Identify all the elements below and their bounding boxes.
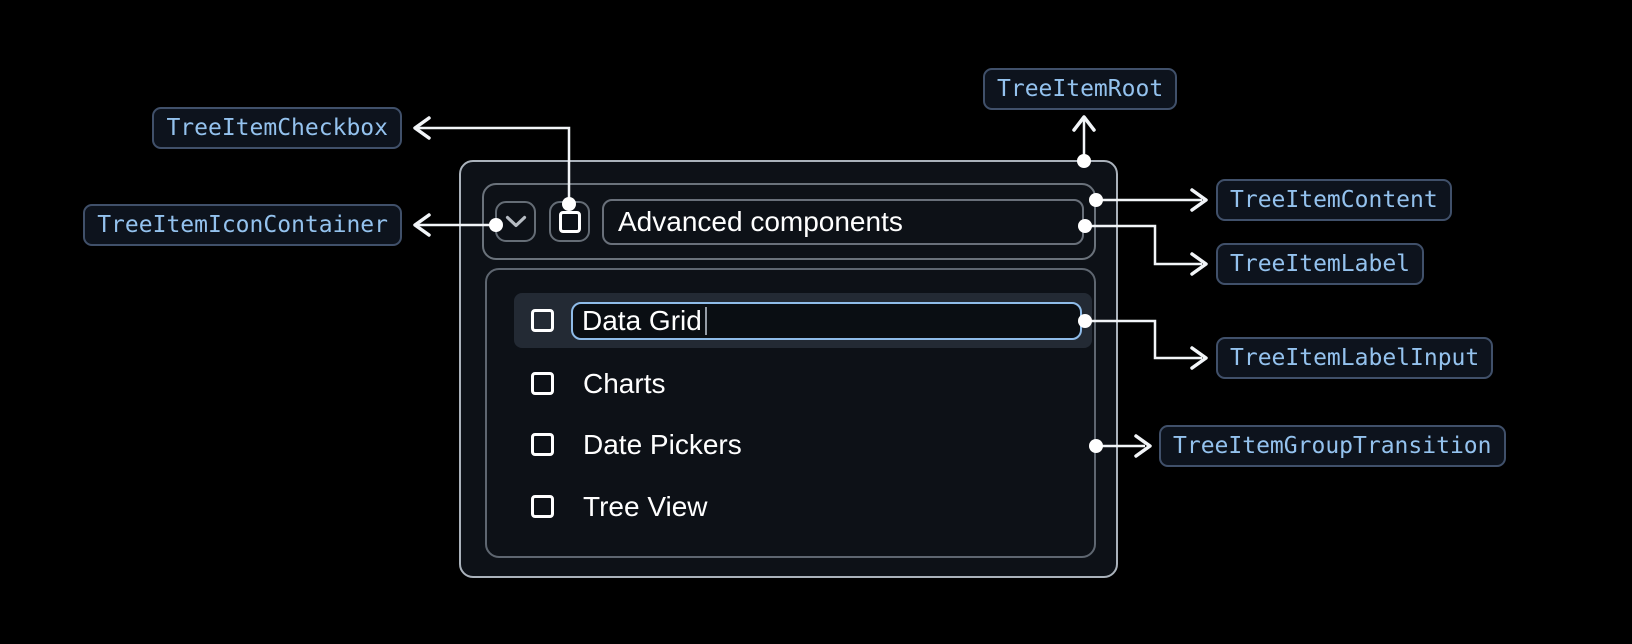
annotation-tree-item-label: TreeItemLabel	[1216, 243, 1425, 285]
annotation-tree-item-root: TreeItemRoot	[983, 68, 1178, 110]
tree-item-label-text: Charts	[583, 367, 666, 399]
annotation-tree-item-label-input: TreeItemLabelInput	[1216, 337, 1494, 379]
tree-item-root-panel: Advanced components Data Grid Charts Dat…	[459, 160, 1118, 578]
label-input-value: Data Grid	[582, 304, 702, 336]
chevron-down-icon	[505, 215, 526, 228]
checkbox-icon[interactable]	[531, 495, 554, 518]
tree-item-row[interactable]: Date Pickers	[487, 417, 1094, 472]
tree-item-label-text: Date Pickers	[583, 428, 742, 460]
tree-item-checkbox[interactable]	[549, 201, 590, 242]
tree-item-group-transition: Data Grid Charts Date Pickers Tree View	[485, 268, 1096, 558]
checkbox-icon[interactable]	[531, 372, 554, 395]
text-caret	[704, 306, 708, 335]
checkbox-icon	[558, 210, 581, 233]
tree-item-editing-row[interactable]: Data Grid	[514, 293, 1092, 348]
tree-item-content[interactable]: Advanced components	[482, 183, 1096, 260]
tree-item-label[interactable]: Advanced components	[602, 198, 1084, 245]
annotation-tree-item-checkbox: TreeItemCheckbox	[152, 107, 402, 149]
expand-button[interactable]	[495, 201, 536, 242]
tree-item-label-text: Tree View	[583, 490, 708, 522]
tree-item-label-input[interactable]: Data Grid	[571, 301, 1082, 340]
checkbox-icon[interactable]	[531, 433, 554, 456]
annotation-tree-item-icon-container: TreeItemIconContainer	[83, 204, 402, 246]
tree-item-label-text: Advanced components	[618, 205, 903, 237]
annotation-tree-item-group-transition: TreeItemGroupTransition	[1159, 425, 1506, 467]
tree-item-row[interactable]: Tree View	[487, 479, 1094, 534]
annotation-tree-item-content: TreeItemContent	[1216, 179, 1452, 221]
checkbox-icon[interactable]	[531, 309, 554, 332]
tree-item-row[interactable]: Charts	[487, 356, 1094, 411]
